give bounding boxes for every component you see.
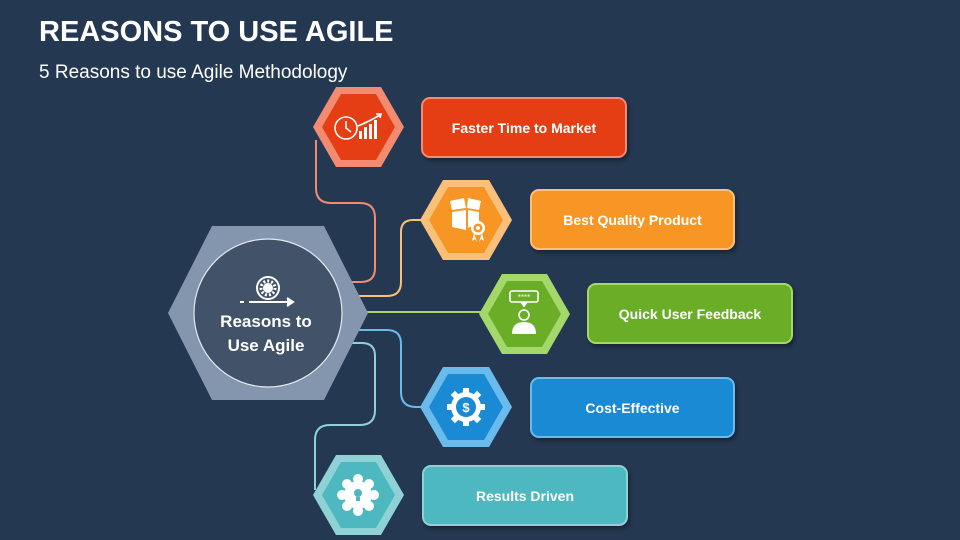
reason-hex-1	[313, 87, 404, 167]
connector-5	[314, 342, 376, 490]
reason-box-faster-time-to-market: Faster Time to Market	[421, 97, 627, 158]
reason-label: Best Quality Product	[563, 211, 702, 228]
center-label-line2: Use Agile	[227, 336, 305, 355]
clock-growth-chart-icon	[334, 113, 383, 140]
svg-text:****: ****	[518, 293, 530, 302]
user-rating-icon: ****	[509, 290, 539, 334]
reason-label: Faster Time to Market	[451, 119, 597, 136]
reason-label: Quick User Feedback	[618, 305, 762, 322]
box-award-icon	[450, 198, 485, 242]
page-subtitle: 5 Reasons to use Agile Methodology	[39, 62, 348, 83]
page-title: REASONS TO USE AGILE	[39, 16, 394, 48]
svg-text:$: $	[462, 400, 470, 415]
agile-cycle-gear-icon	[240, 276, 295, 307]
connector-4	[358, 329, 422, 408]
reason-box-results-driven: Results Driven	[422, 465, 628, 526]
reason-hex-2	[420, 180, 512, 260]
center-label-line1: Reasons to	[220, 312, 312, 331]
reason-hex-4: $	[420, 367, 512, 447]
reason-box-best-quality-product: Best Quality Product	[530, 189, 735, 250]
connector-lines	[314, 140, 481, 490]
gear-lightbulb-icon	[337, 474, 379, 516]
connector-1	[315, 140, 376, 283]
reason-box-cost-effective: Cost-Effective	[530, 377, 735, 438]
connector-2	[358, 219, 422, 297]
center-node	[168, 226, 368, 400]
center-circle	[193, 238, 343, 388]
reason-label: Results Driven	[475, 487, 575, 504]
center-label: Reasons to Use Agile	[200, 310, 332, 358]
dollar-gear-icon: $	[447, 388, 485, 426]
reason-hex-5	[313, 455, 404, 535]
reason-label: Cost-Effective	[585, 399, 680, 416]
reason-box-quick-user-feedback: Quick User Feedback	[587, 283, 793, 344]
reason-hex-3: ****	[479, 274, 570, 354]
